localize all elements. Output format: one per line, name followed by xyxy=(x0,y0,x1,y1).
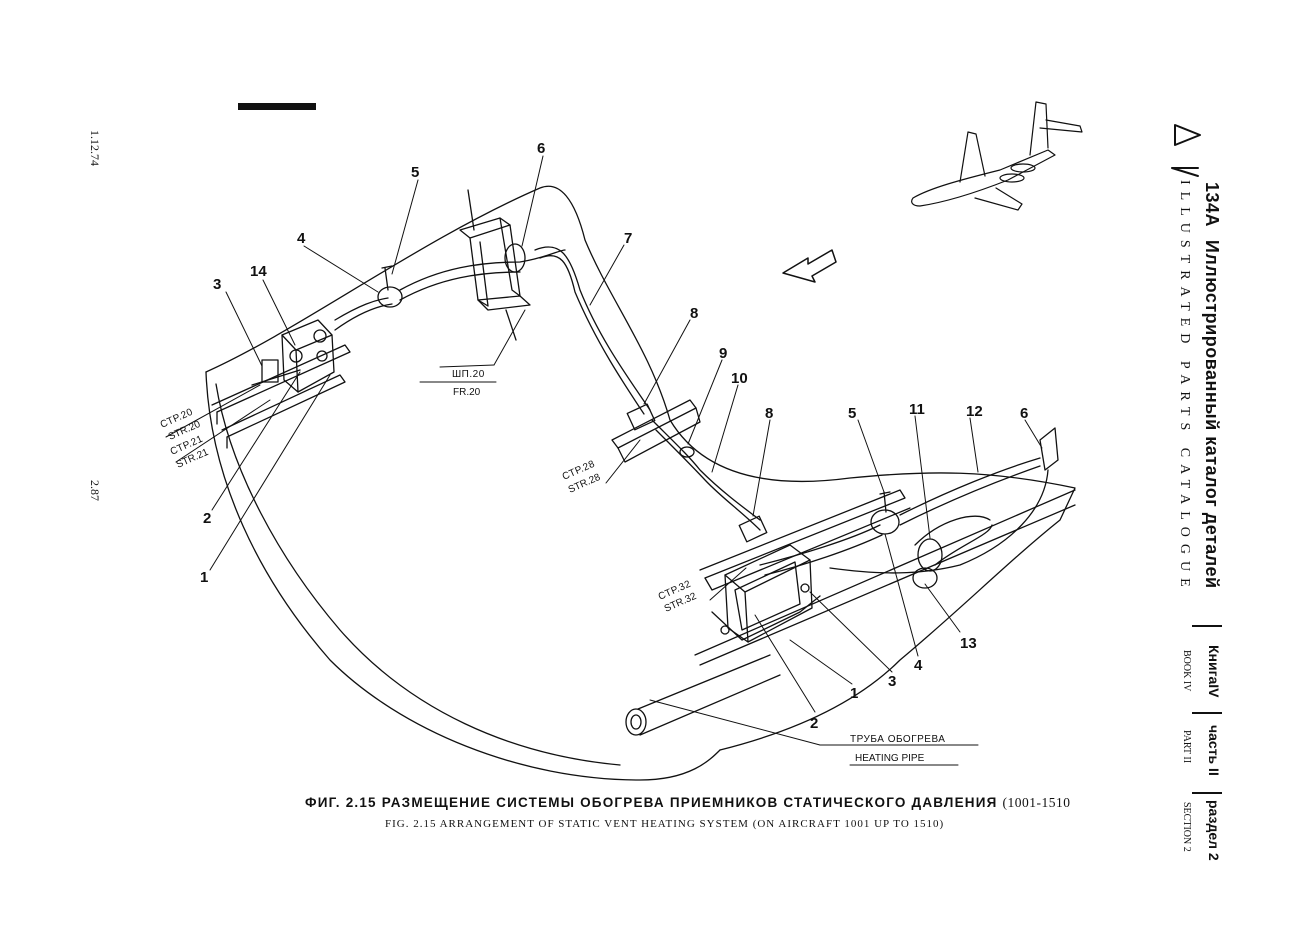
aircraft-silhouette xyxy=(911,101,1083,211)
heating-line-right-2 xyxy=(764,534,883,576)
sidebar-model-title: 134A Иллюстрированный каталог деталей xyxy=(1201,182,1222,589)
tube-12-b xyxy=(899,465,1041,526)
tube-upper xyxy=(399,249,566,291)
tube-10 xyxy=(655,429,761,531)
skin-panel-lower-edge xyxy=(205,371,721,781)
clamp-str-28 xyxy=(626,403,656,431)
heater-body xyxy=(912,515,993,589)
ref-fr20-en: FR.20 xyxy=(453,387,481,398)
logo-emblem xyxy=(1171,124,1201,177)
clamp-frame-20 xyxy=(504,243,526,273)
callout-9: 9 xyxy=(719,345,727,362)
ref-pipe-en: HEATING PIPE xyxy=(855,753,925,764)
callout-13: 13 xyxy=(960,635,977,652)
sensor-block-right xyxy=(711,544,821,643)
header-bar-mark xyxy=(238,103,316,110)
sidebar-divider xyxy=(1192,625,1222,627)
callout-3: 3 xyxy=(213,276,221,293)
margin-page-number: 2.87 xyxy=(88,480,102,501)
sidebar-model: 134A xyxy=(1202,182,1222,227)
margin-date: 1.12.74 xyxy=(88,130,102,166)
sidebar-part-ru: часть II xyxy=(1206,725,1222,776)
tube-9 xyxy=(651,419,761,521)
ref-pipe-ru: ТРУБА ОБОГРЕВА xyxy=(850,734,945,745)
callout-4: 4 xyxy=(297,230,306,247)
sidebar-divider-2 xyxy=(1192,712,1222,714)
callout-3-right: 3 xyxy=(888,673,896,690)
callout-12: 12 xyxy=(966,403,983,420)
sidebar-section-ru: раздел 2 xyxy=(1206,800,1222,861)
callout-7: 7 xyxy=(624,230,632,247)
tube-7 xyxy=(534,246,651,411)
bracket-6-right xyxy=(1039,427,1059,471)
tube-12 xyxy=(899,457,1041,516)
tube-7-inner xyxy=(539,254,645,415)
callout-2-right: 2 xyxy=(810,715,818,732)
sidebar-book-en: BOOK IV xyxy=(1181,650,1192,692)
leader-lines xyxy=(165,155,1043,746)
callout-2: 2 xyxy=(203,510,211,527)
sidebar-divider-3 xyxy=(1192,792,1222,794)
frame-20 xyxy=(459,189,531,341)
callout-1-right: 1 xyxy=(850,685,858,702)
stringer-32 xyxy=(694,489,1076,666)
stringer-28 xyxy=(611,399,701,463)
figure-caption-ru-text: ФИГ. 2.15 РАЗМЕЩЕНИЕ СИСТЕМЫ ОБОГРЕВА ПР… xyxy=(305,795,998,810)
clamp-left xyxy=(377,265,403,308)
heating-line-left xyxy=(334,297,389,321)
sidebar-book-ru: КнигаIV xyxy=(1206,645,1222,698)
callout-5: 5 xyxy=(411,164,419,181)
tube-return xyxy=(829,469,1049,574)
figure-caption-en: FIG. 2.15 ARRANGEMENT OF STATIC VENT HEA… xyxy=(385,818,945,830)
callout-8-right: 8 xyxy=(765,405,773,422)
sidebar-title-ru: Иллюстрированный каталог деталей xyxy=(1202,239,1222,589)
sidebar-title-en: ILLUSTRATED PARTS CATALOGUE xyxy=(1177,180,1192,594)
flight-direction-arrow xyxy=(782,249,837,283)
figure-caption-ru-range: (1001-1510 xyxy=(1002,795,1071,810)
ref-fr20-ru: ШП.20 xyxy=(452,369,485,380)
skin-panel-outline xyxy=(205,185,1076,751)
heating-line-right xyxy=(759,524,881,566)
callout-10: 10 xyxy=(731,370,748,387)
callout-5-right: 5 xyxy=(848,405,856,422)
heating-line-left-2 xyxy=(334,303,393,331)
clamp-8-right xyxy=(738,515,768,543)
callout-8: 8 xyxy=(690,305,698,322)
callout-11: 11 xyxy=(909,401,925,418)
figure-caption-ru: ФИГ. 2.15 РАЗМЕЩЕНИЕ СИСТЕМЫ ОБОГРЕВА ПР… xyxy=(305,795,1205,811)
callout-1: 1 xyxy=(200,569,208,586)
callout-6-right: 6 xyxy=(1020,405,1028,422)
sidebar-part-en: PART II xyxy=(1181,730,1192,764)
callout-6: 6 xyxy=(537,140,545,157)
tube-coupling xyxy=(679,446,695,458)
heating-pipe xyxy=(625,654,781,736)
skin-panel-inner-edge xyxy=(215,383,621,766)
callout-4-right: 4 xyxy=(914,657,923,674)
stringer-20-21 xyxy=(211,344,351,449)
tube-upper-2 xyxy=(399,271,521,301)
callout-14: 14 xyxy=(250,263,267,280)
